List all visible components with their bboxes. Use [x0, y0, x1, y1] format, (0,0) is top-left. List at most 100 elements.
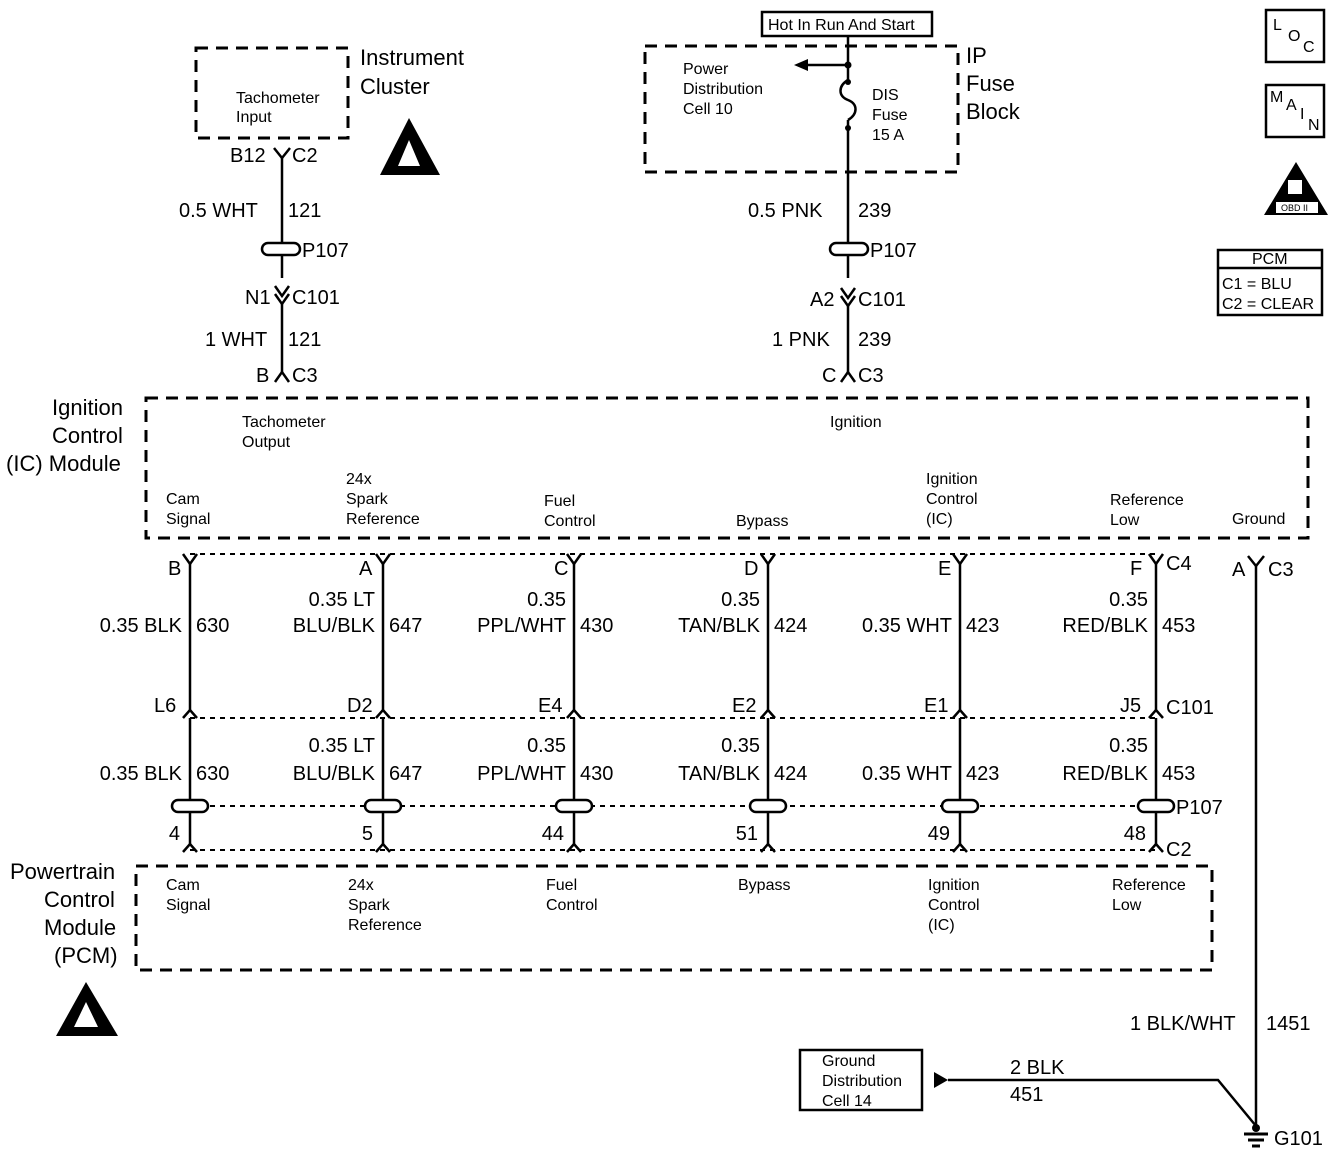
- ip-fuse-block-label: IP: [966, 43, 987, 68]
- tachometer-input-label: Tachometer: [236, 90, 320, 107]
- hot-in-run-box: [760, 10, 934, 38]
- svg-text:A: A: [1232, 559, 1246, 581]
- tachometer-output-label: Tachometer: [242, 414, 326, 431]
- wire-color-label: RED/BLK: [1062, 615, 1148, 637]
- splice-p107-ign: [828, 241, 870, 257]
- pcm-fuel-control-label: Fuel: [546, 877, 577, 894]
- ground-distribution-box: [798, 1048, 924, 1112]
- wire-gauge-label-lower: 0.35: [527, 735, 566, 757]
- svg-text:Control: Control: [52, 423, 123, 448]
- ground-distribution-wire: [948, 1078, 1257, 1127]
- wire-color-label-lower: TAN/BLK: [678, 763, 761, 785]
- ignition-label: Ignition: [830, 414, 882, 431]
- pcm-pin-label: 44: [542, 823, 564, 845]
- wire-gauge-label-lower: 0.35: [721, 735, 760, 757]
- esd-warning-icon: [380, 118, 440, 175]
- wire-color-label: TAN/BLK: [678, 615, 761, 637]
- splice-p107-5: [1136, 798, 1176, 814]
- svg-text:Signal: Signal: [166, 511, 210, 528]
- svg-text:C: C: [822, 365, 836, 387]
- svg-text:Module: Module: [44, 915, 116, 940]
- svg-text:121: 121: [288, 329, 321, 351]
- svg-text:Spark: Spark: [346, 491, 389, 508]
- svg-text:Cell 10: Cell 10: [683, 101, 733, 118]
- hot-in-run-label: Hot In Run And Start: [768, 17, 915, 34]
- wire-gauge-label: 0.35: [721, 589, 760, 611]
- svg-text:1 BLK/WHT: 1 BLK/WHT: [1130, 1013, 1236, 1035]
- pcm-pin-label: 5: [362, 823, 373, 845]
- circuit-number-label-lower: 630: [196, 763, 229, 785]
- wire-gauge-label-lower: 0.35 LT: [309, 735, 375, 757]
- splice-p107-4: [940, 798, 980, 814]
- ground-distribution-label: Ground: [822, 1053, 875, 1070]
- ic-pin-label: D: [744, 558, 758, 580]
- svg-text:Input: Input: [236, 109, 272, 126]
- svg-text:Control: Control: [544, 513, 596, 530]
- svg-text:239: 239: [858, 200, 891, 222]
- circuit-number-label-lower: 430: [580, 763, 613, 785]
- connector-c101-label: C101: [1166, 697, 1214, 719]
- splice-p107-3: [748, 798, 788, 814]
- circuit-number-label-lower: 647: [389, 763, 422, 785]
- circuit-number-label: 423: [966, 615, 999, 637]
- icm-fuel-control-label: Fuel: [544, 493, 575, 510]
- svg-text:Reference: Reference: [348, 917, 422, 934]
- svg-text:OBD II: OBD II: [1281, 203, 1308, 213]
- c101-pin-label: E4: [538, 695, 562, 717]
- wire-gauge-label-lower: 0.35: [1109, 735, 1148, 757]
- svg-text:L: L: [1273, 17, 1282, 34]
- svg-text:PCM: PCM: [1252, 251, 1288, 268]
- svg-text:C3: C3: [858, 365, 884, 387]
- pcm-pin-label: 51: [736, 823, 758, 845]
- dis-fuse-label: DIS: [872, 87, 899, 104]
- svg-text:Control: Control: [546, 897, 598, 914]
- svg-text:(IC) Module: (IC) Module: [6, 451, 121, 476]
- svg-text:C101: C101: [858, 289, 906, 311]
- icm-ignition-control-label: Ignition: [926, 471, 978, 488]
- circuit-number-label-lower: 424: [774, 763, 807, 785]
- svg-text:0.5 PNK: 0.5 PNK: [748, 200, 823, 222]
- circuit-number-label-lower: 423: [966, 763, 999, 785]
- c101-pin-label: E2: [732, 695, 756, 717]
- power-distribution-label: Power: [683, 61, 729, 78]
- ground-symbol-icon: [1244, 1124, 1268, 1148]
- icm-ground-label: Ground: [1232, 511, 1285, 528]
- svg-text:C2 = CLEAR: C2 = CLEAR: [1222, 296, 1314, 313]
- ic-pin-label: F: [1130, 558, 1142, 580]
- pcm-pin-label: 48: [1124, 823, 1146, 845]
- pcm-pin-label: 49: [928, 823, 950, 845]
- wire-color-label: PPL/WHT: [477, 615, 566, 637]
- svg-text:1451: 1451: [1266, 1013, 1311, 1035]
- svg-text:C3: C3: [292, 365, 318, 387]
- svg-text:C1 = BLU: C1 = BLU: [1222, 276, 1292, 293]
- svg-text:P107: P107: [870, 240, 917, 262]
- circuit-number-label-lower: 453: [1162, 763, 1195, 785]
- pcm-bypass-label: Bypass: [738, 877, 790, 894]
- wire-color-label-lower: BLU/BLK: [293, 763, 376, 785]
- svg-text:(IC): (IC): [928, 917, 955, 934]
- svg-text:P107: P107: [302, 240, 349, 262]
- svg-text:Spark: Spark: [348, 897, 391, 914]
- circuit-number-label: 424: [774, 615, 807, 637]
- pcm-reference-low-label: Reference: [1112, 877, 1186, 894]
- splice-p107-1: [363, 798, 403, 814]
- svg-text:239: 239: [858, 329, 891, 351]
- svg-text:451: 451: [1010, 1084, 1043, 1106]
- svg-text:Control: Control: [926, 491, 978, 508]
- ic-pin-label: A: [359, 558, 373, 580]
- pcm-box: [134, 864, 1214, 972]
- ic-pin-label: B: [168, 558, 181, 580]
- splice-p107: [260, 241, 302, 257]
- pcm-pin-label: 4: [169, 823, 180, 845]
- ic-pin-label: C: [554, 558, 568, 580]
- pcm-cam-signal-label: Cam: [166, 877, 200, 894]
- svg-text:121: 121: [288, 200, 321, 222]
- c101-pin-label: E1: [924, 695, 948, 717]
- ground-g101-label: G101: [1274, 1128, 1323, 1150]
- svg-text:Cluster: Cluster: [360, 74, 430, 99]
- svg-text:2 BLK: 2 BLK: [1010, 1057, 1065, 1079]
